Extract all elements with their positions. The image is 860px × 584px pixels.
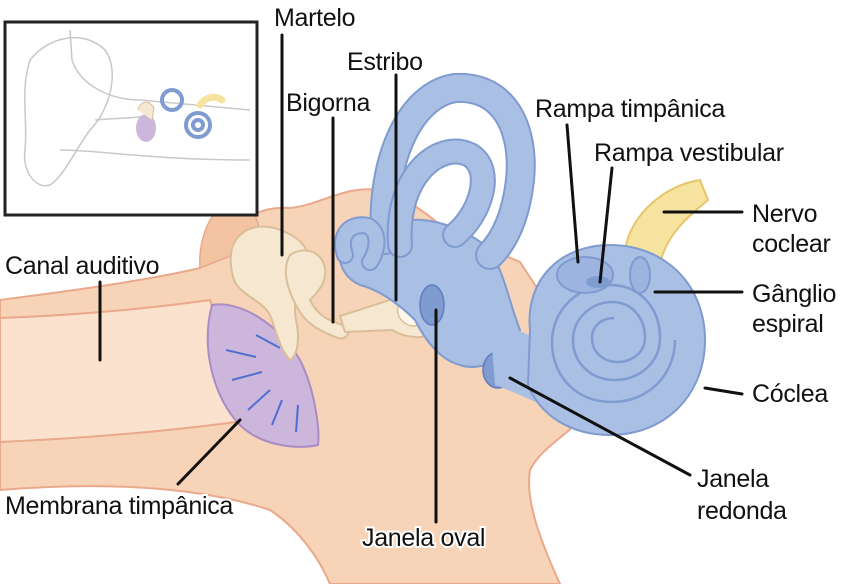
label-rampa-vestibular: Rampa vestibular (594, 139, 784, 167)
label-bigorna: Bigorna (286, 89, 370, 117)
leader-lines (98, 33, 744, 524)
label-redonda: redonda (697, 497, 787, 525)
tympanic-membrane (206, 303, 320, 448)
label-martelo: Martelo (274, 4, 355, 32)
label-rampa-timpanica: Rampa timpânica (535, 95, 725, 123)
cochlea (526, 243, 707, 437)
label-nervo: Nervo (752, 200, 817, 228)
label-espiral: espiral (752, 310, 824, 338)
label-membrana-timpanica: Membrana timpânica (5, 492, 233, 520)
cochlear-nerve (623, 178, 710, 267)
label-ganglio: Gânglio (752, 280, 836, 308)
inset-overview (3, 20, 259, 217)
label-coclear: coclear (752, 230, 831, 258)
label-coclea: Cóclea (752, 380, 828, 408)
oval-window (419, 284, 445, 326)
label-janela: Janela (697, 465, 769, 493)
label-estribo: Estribo (347, 48, 423, 76)
label-janela-oval: Janela oval (362, 524, 485, 552)
label-canal-auditivo: Canal auditivo (5, 252, 159, 280)
labels: Martelo Estribo Bigorna Rampa timpânica … (3, 2, 838, 554)
